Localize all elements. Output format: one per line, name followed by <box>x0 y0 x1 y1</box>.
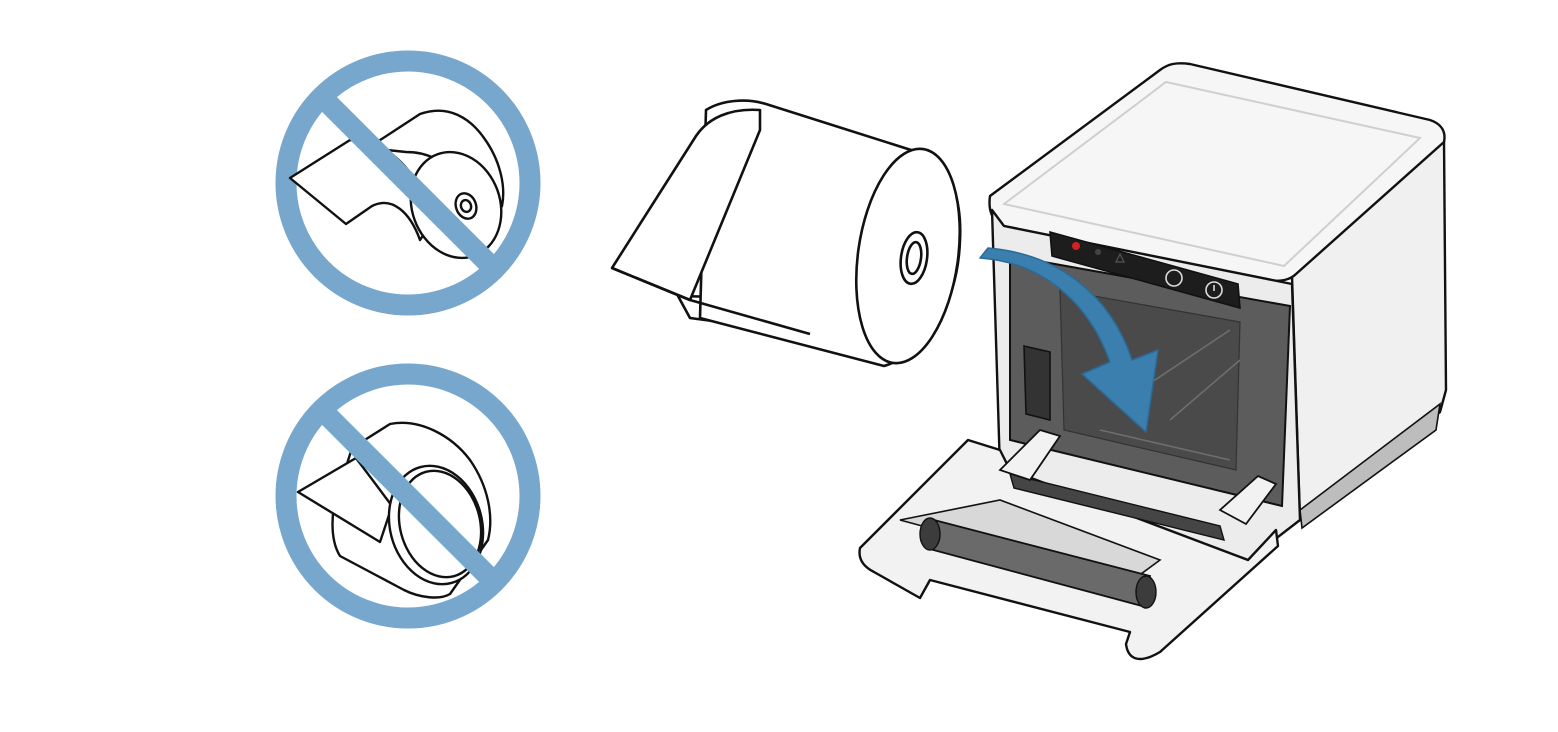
paper-roll-icon <box>610 99 962 368</box>
curved-arrow-down-icon <box>979 247 1159 433</box>
prohibited-paper-roll-tilted-icon <box>275 363 541 629</box>
paper-feed-icon <box>1165 269 1183 287</box>
prohibited-paper-roll-curled-icon <box>275 50 541 316</box>
error-led-icon <box>1072 242 1080 250</box>
power-icon <box>1205 281 1223 299</box>
